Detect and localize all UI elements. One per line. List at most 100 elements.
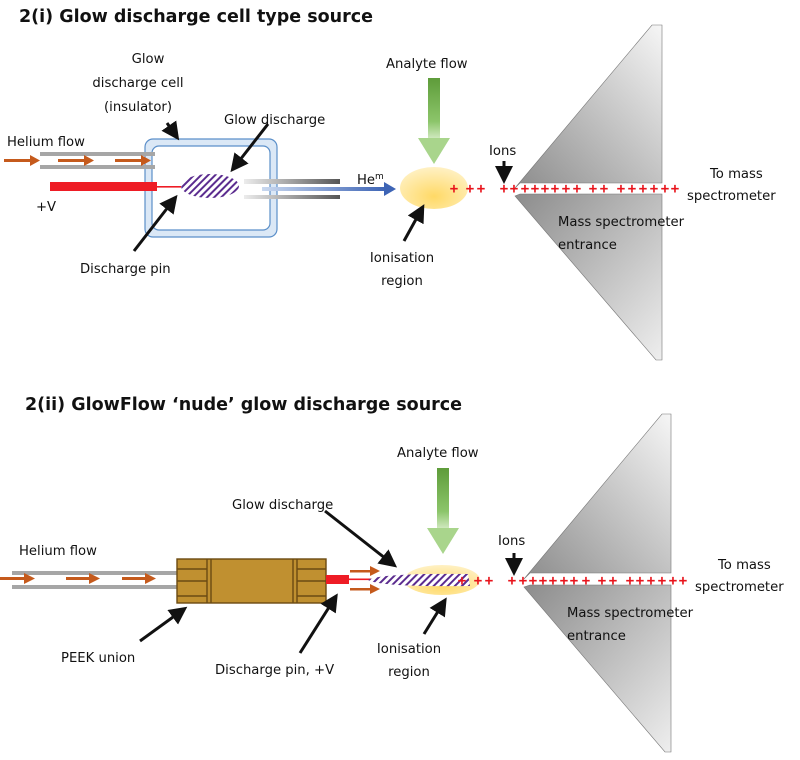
ion-marker: + — [508, 573, 516, 589]
ion-marker: + — [573, 181, 581, 197]
helium-arrow-icon — [0, 573, 35, 584]
cell-label-line2: discharge cell — [92, 76, 183, 91]
ms-entrance-label-line1: Mass spectrometer — [567, 606, 694, 621]
ion-marker: + — [609, 573, 617, 589]
ion-marker: + — [636, 573, 644, 589]
to-ms-label-line2: spectrometer — [695, 580, 784, 595]
helium-flow-arrows — [4, 155, 151, 166]
helium-arrow-icon — [122, 573, 156, 584]
ion-marker: + — [658, 573, 666, 589]
ms-entrance-cone — [523, 413, 672, 753]
ion-marker: + — [474, 573, 482, 589]
ions-label: Ions — [498, 534, 525, 549]
ion-marker: + — [458, 573, 466, 589]
ion-marker: + — [628, 181, 636, 197]
ion-marker: + — [650, 181, 658, 197]
ion-marker: + — [560, 573, 568, 589]
he-metastable-arrow-icon — [262, 182, 396, 196]
analyte-flow-arrow-icon — [427, 468, 459, 554]
pin-pointer-arrow-icon — [298, 593, 338, 654]
ion-marker: + — [639, 181, 647, 197]
discharge-pin-label: Discharge pin — [80, 262, 171, 277]
to-ms-label-line1: To mass — [717, 558, 771, 573]
ms-entrance-cone — [514, 24, 663, 361]
ion-marker: + — [450, 181, 458, 197]
ionisation-region — [400, 167, 468, 209]
peek-union — [176, 558, 327, 604]
helium-arrow-icon — [66, 573, 100, 584]
helium-arrow-icon — [115, 155, 151, 166]
ms-entrance-label-line2: entrance — [558, 238, 617, 253]
discharge-pin-label: Discharge pin, +V — [215, 663, 334, 678]
ion-marker: + — [477, 181, 485, 197]
ion-marker: + — [521, 181, 529, 197]
helium-flow-label: Helium flow — [19, 544, 97, 559]
ion-marker: + — [551, 181, 559, 197]
analyte-flow-arrow-icon — [418, 78, 450, 164]
to-ms-label-line1: To mass — [709, 167, 763, 182]
pin-pointer-arrow-icon — [132, 194, 178, 252]
peek-pointer-arrow-icon — [139, 606, 188, 643]
panel-2: 2(ii) GlowFlow ‘nude’ glow discharge sou… — [0, 395, 784, 753]
panel-1-title: 2(i) Glow discharge cell type source — [19, 7, 373, 27]
discharge-pin — [326, 575, 371, 584]
ion-marker: + — [647, 573, 655, 589]
ion-marker: + — [598, 573, 606, 589]
ion-marker: + — [570, 573, 578, 589]
ion-stream: +++++++++++++++++++ — [450, 181, 679, 197]
voltage-label: +V — [36, 200, 56, 215]
ion-marker: + — [626, 573, 634, 589]
helium-flow-label: Helium flow — [7, 135, 85, 150]
helium-arrow-icon — [58, 155, 94, 166]
panel-1: 2(i) Glow discharge cell type source — [4, 7, 776, 361]
glow-pointer-arrow-icon — [324, 509, 398, 568]
ion-marker: + — [531, 181, 539, 197]
analyte-flow-label: Analyte flow — [386, 57, 468, 72]
helium-inlet-tube — [40, 152, 155, 169]
ion-marker: + — [600, 181, 608, 197]
glow-discharge-label: Glow discharge — [224, 113, 325, 128]
ion-marker: + — [617, 181, 625, 197]
ion-marker: + — [679, 573, 687, 589]
he-metastable-label: Hem — [357, 172, 384, 188]
ion-marker: + — [549, 573, 557, 589]
to-ms-label-line2: spectrometer — [687, 189, 776, 204]
ion-marker: + — [500, 181, 508, 197]
ionisation-label-line1: Ionisation — [377, 642, 441, 657]
ion-marker: + — [485, 573, 493, 589]
ion-marker: + — [466, 181, 474, 197]
ion-marker: + — [669, 573, 677, 589]
helium-arrow-icon — [350, 584, 380, 594]
ion-stream: +++++++++++++++++++ — [458, 573, 687, 589]
ion-marker: + — [589, 181, 597, 197]
glow-discharge-region — [181, 174, 239, 198]
ion-marker: + — [562, 181, 570, 197]
ion-marker: + — [539, 573, 547, 589]
glow-pointer-arrow-icon — [230, 123, 270, 173]
helium-arrow-icon — [350, 566, 380, 576]
glow-discharge-region — [368, 573, 470, 587]
helium-arrow-icon — [4, 155, 40, 166]
helium-inlet-tube — [12, 571, 179, 589]
ion-marker: + — [661, 181, 669, 197]
ms-entrance-label-line1: Mass spectrometer — [558, 215, 685, 230]
analyte-flow-label: Analyte flow — [397, 446, 479, 461]
ionisation-pointer-arrow-icon — [402, 204, 425, 242]
ionisation-pointer-arrow-icon — [422, 597, 447, 635]
peek-union-label: PEEK union — [61, 651, 135, 666]
ms-entrance-label-line2: entrance — [567, 629, 626, 644]
discharge-pin — [50, 182, 181, 191]
ion-marker: + — [541, 181, 549, 197]
cell-label-line3: (insulator) — [104, 100, 172, 115]
helium-flow-arrows — [0, 573, 156, 584]
ion-marker: + — [582, 573, 590, 589]
ion-marker: + — [671, 181, 679, 197]
cell-pointer-arrow-icon — [161, 120, 180, 141]
ionisation-label-line2: region — [388, 665, 430, 680]
ionisation-label-line2: region — [381, 274, 423, 289]
glow-discharge-label: Glow discharge — [232, 498, 333, 513]
ion-marker: + — [519, 573, 527, 589]
ions-label: Ions — [489, 144, 516, 159]
